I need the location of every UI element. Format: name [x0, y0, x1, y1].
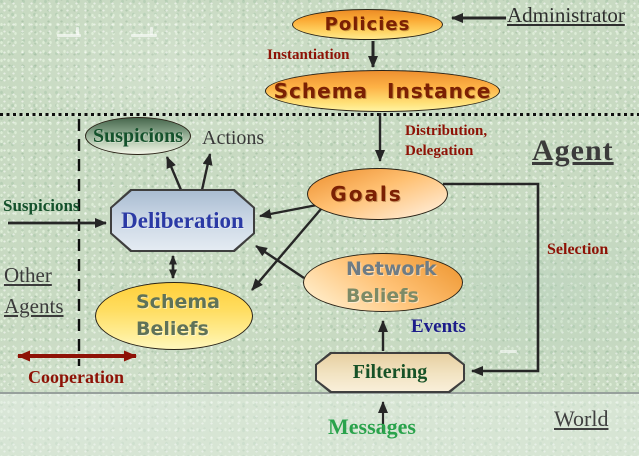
node-deliberation-label: Deliberation — [121, 207, 244, 233]
node-suspicions-label: Suspicions — [92, 124, 184, 147]
label-suspicions-flow: Suspicions — [3, 196, 80, 215]
label-other-agents: Agents — [4, 294, 64, 318]
background-artifact — [57, 34, 81, 37]
label-delegation: Delegation — [405, 143, 474, 159]
schema-beliefs-line1: Schema — [136, 291, 220, 313]
network-beliefs-line1: Network — [346, 257, 437, 280]
label-instantiation: Instantiation — [267, 47, 350, 63]
node-network-beliefs-label: Network Beliefs — [346, 256, 436, 310]
node-policies: Policies — [292, 9, 443, 40]
label-administrator: Administrator — [507, 3, 625, 27]
label-cooperation: Cooperation — [28, 367, 124, 387]
world-region-tint — [0, 394, 639, 456]
node-schema-instance: Schema Instance — [265, 70, 500, 112]
label-agent: Agent — [532, 134, 614, 167]
node-filtering: Filtering — [315, 352, 465, 393]
label-actions: Actions — [202, 127, 265, 149]
label-events: Events — [411, 316, 466, 337]
label-distribution-delegation: Distribution, Delegation — [405, 121, 515, 161]
background-artifact — [76, 27, 79, 35]
schema-beliefs-line2: Beliefs — [136, 318, 209, 340]
node-network-beliefs: Network Beliefs — [303, 253, 463, 312]
label-distribution: Distribution, — [405, 123, 488, 139]
label-other: Other — [4, 263, 52, 287]
network-beliefs-line2: Beliefs — [346, 284, 419, 307]
node-schema-instance-label: Schema Instance — [273, 79, 492, 103]
background-artifact — [131, 34, 157, 37]
label-messages: Messages — [328, 414, 416, 439]
label-selection: Selection — [547, 241, 609, 258]
node-schema-beliefs: Schema Beliefs — [95, 282, 253, 350]
node-filtering-label: Filtering — [352, 361, 428, 383]
node-deliberation: Deliberation — [110, 189, 255, 252]
node-policies-label: Policies — [324, 14, 411, 35]
arrow-network-beliefs-to-deliberation — [255, 245, 305, 279]
label-world: World — [554, 406, 609, 431]
arrow-deliberation-to-actions — [200, 153, 213, 191]
node-goals: Goals — [307, 168, 448, 220]
arrow-deliberation-to-suspicions — [165, 156, 183, 191]
node-suspicions: Suspicions — [85, 117, 191, 155]
node-goals-label: Goals — [330, 182, 403, 206]
background-artifact — [150, 27, 153, 35]
arrow-goals-to-deliberation — [259, 203, 318, 219]
background-artifact — [500, 350, 517, 353]
node-schema-beliefs-label: Schema Beliefs — [136, 289, 220, 343]
